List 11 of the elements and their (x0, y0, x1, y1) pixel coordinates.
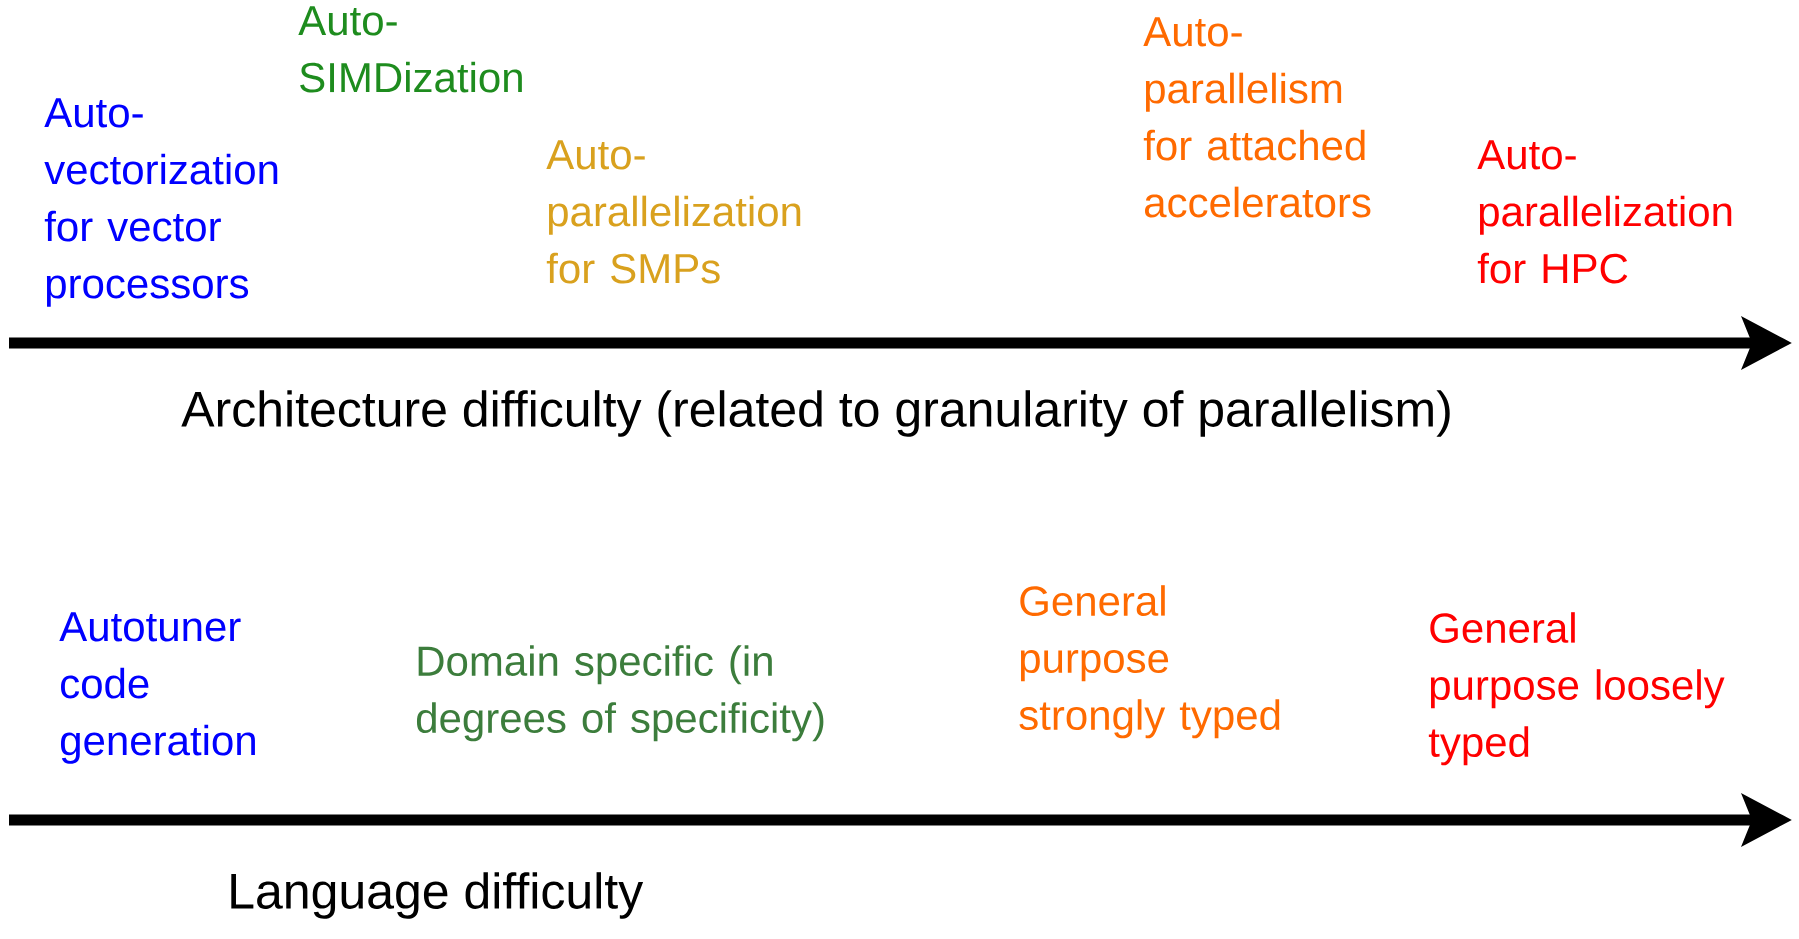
category-label: General purpose loosely typed (1428, 612, 1725, 766)
category-label: Auto- SIMDization (298, 6, 522, 93)
category-label: Autotuner code generation (59, 612, 255, 764)
axis-label: Architecture difficulty (related to granularity of parallelism) (181, 390, 1450, 437)
category-label: Auto- parallelization for HPC (1477, 140, 1732, 284)
category-label: Auto- parallelism for attached accelerators (1143, 17, 1371, 218)
axis-label: Language difficulty (231, 872, 644, 919)
category-label: General purpose strongly typed (1019, 585, 1280, 739)
category-label: Auto- parallelization for SMPs (546, 140, 801, 284)
category-label: Domain specific (in degrees of specificity) (416, 645, 824, 742)
category-label: Auto- vectorization for vector processors (44, 98, 278, 307)
